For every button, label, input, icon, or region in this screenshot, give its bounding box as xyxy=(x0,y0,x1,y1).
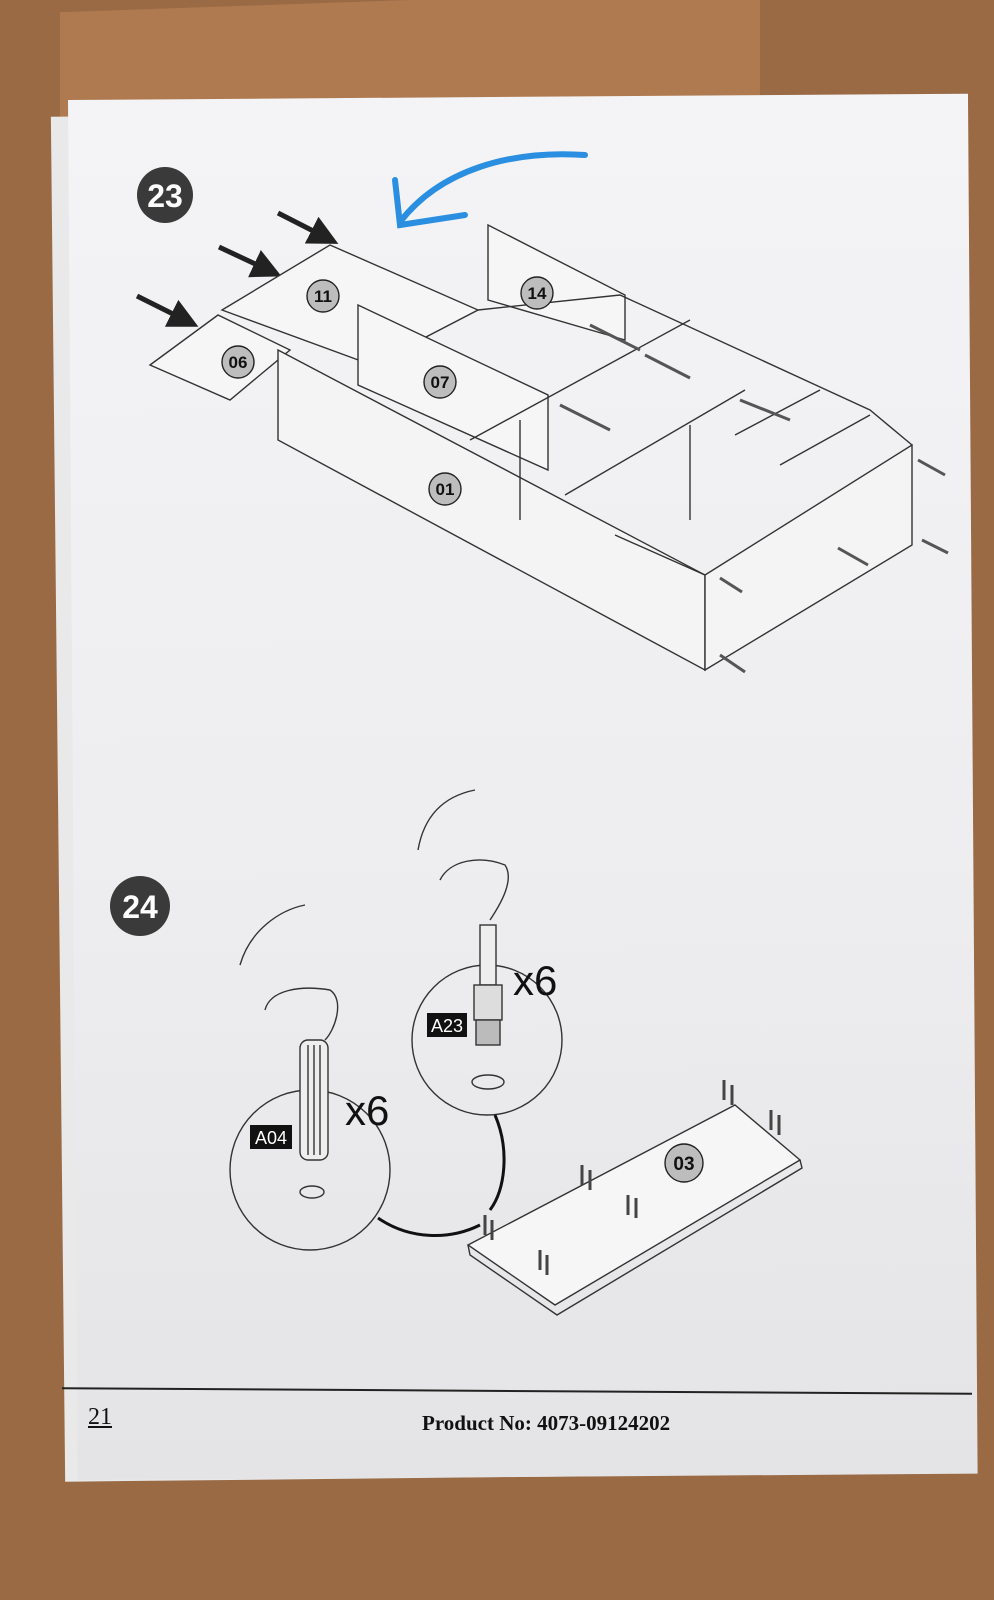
quantity-label: x6 xyxy=(345,1087,389,1134)
part-label: 11 xyxy=(314,287,332,306)
part-code: A04 xyxy=(255,1128,287,1148)
side-panel xyxy=(704,443,913,672)
hand-icon xyxy=(417,789,509,921)
hand-icon xyxy=(239,904,339,1041)
product-number: Product No: 4073-09124202 xyxy=(422,1411,671,1435)
dowels xyxy=(559,323,949,674)
quantity-label: x6 xyxy=(513,957,557,1004)
step-number: 23 xyxy=(147,178,183,214)
part-code: A23 xyxy=(431,1016,463,1036)
panel-14 xyxy=(487,223,626,341)
step-badge xyxy=(137,167,193,223)
part-label: 06 xyxy=(229,353,248,372)
screw-a23 xyxy=(479,924,497,986)
step-number: 24 xyxy=(122,889,158,925)
insert-arrow-icon xyxy=(217,244,282,278)
page-number: 21 xyxy=(88,1404,112,1430)
part-label: 03 xyxy=(673,1154,694,1175)
part-label: 01 xyxy=(436,480,455,499)
panel-06 xyxy=(148,314,292,401)
part-label: 07 xyxy=(431,373,450,392)
dowels xyxy=(483,1080,781,1275)
panel-03 xyxy=(466,1104,802,1306)
step-badge xyxy=(110,876,170,936)
annotation-arrow-icon xyxy=(392,151,588,229)
part-label: 14 xyxy=(528,284,547,303)
step-24: 24 A04 x6 A23 x6 0 xyxy=(110,789,803,1316)
insert-arrow-icon xyxy=(135,293,199,327)
step-23: 23 11 14 06 07 01 xyxy=(135,167,949,674)
insert-arrow-icon xyxy=(276,210,339,244)
